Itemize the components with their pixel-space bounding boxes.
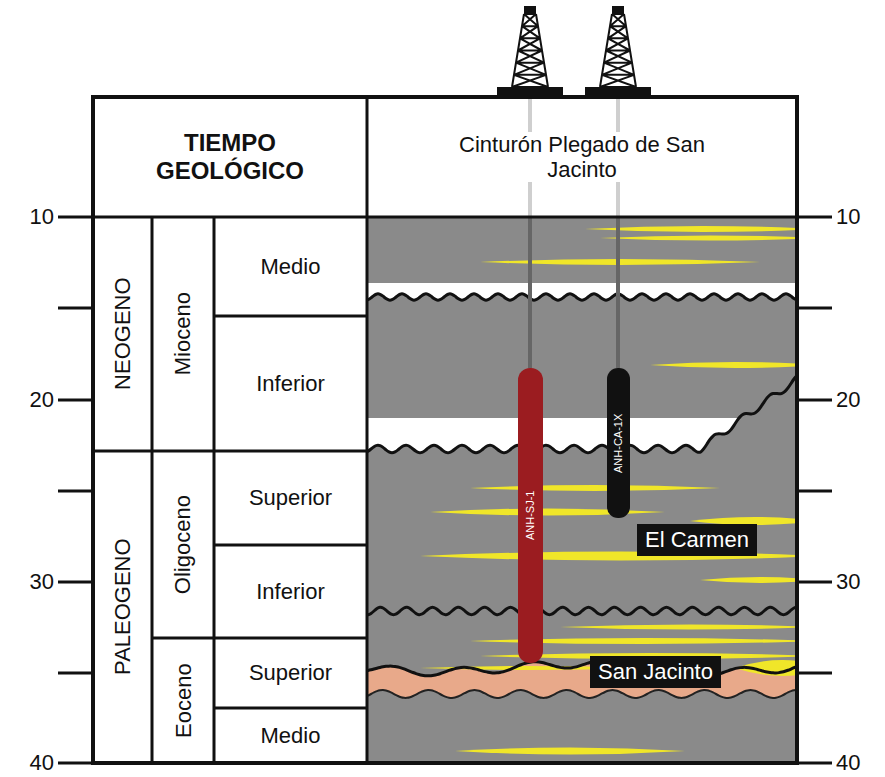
unconformity-line xyxy=(367,294,797,300)
basement-unit xyxy=(367,661,797,698)
well-bar-text: ANH-SJ-1 xyxy=(524,491,537,541)
axis-tick xyxy=(797,762,832,765)
age-cell: Medio xyxy=(214,708,367,763)
era-cell-text: PALEOGENO xyxy=(110,539,135,676)
well-trace xyxy=(616,217,620,368)
age-cell-text: Medio xyxy=(261,723,321,748)
axis-tick xyxy=(797,490,832,493)
sand-lens xyxy=(700,577,797,583)
axis-tick xyxy=(58,399,93,402)
age-cell: Inferior xyxy=(214,316,367,451)
sand-lens xyxy=(600,236,797,241)
age-cell-text: Medio xyxy=(261,254,321,279)
era-cell: NEOGENO xyxy=(93,217,152,451)
axis-tick xyxy=(58,307,93,310)
axis-number: 20 xyxy=(30,389,54,411)
hiatus-gap xyxy=(367,283,797,300)
sand-lens xyxy=(650,362,797,368)
sand-lens xyxy=(455,748,685,755)
sand-lens xyxy=(560,625,797,630)
age-cell: Superior xyxy=(214,638,367,708)
section-panel xyxy=(367,217,797,763)
drilling-rig-icon xyxy=(497,6,563,97)
formation-label: El Carmen xyxy=(637,524,757,555)
axis-number: 40 xyxy=(836,752,860,774)
well-bar-text: ANH-CA-1X xyxy=(612,413,625,472)
epoch-cell-text: Eoceno xyxy=(170,663,195,738)
unconformity-line xyxy=(367,373,797,452)
axis-tick xyxy=(58,762,93,765)
age-cell: Inferior xyxy=(214,545,367,638)
epoch-cell-text: Mioceno xyxy=(170,292,195,375)
axis-number: 40 xyxy=(30,752,54,774)
axis-tick xyxy=(58,216,93,219)
basement-base-line xyxy=(367,690,797,698)
axis-tick xyxy=(797,307,832,310)
age-cell-text: Inferior xyxy=(256,579,324,604)
well-trace xyxy=(528,217,532,368)
formation-label-text: El Carmen xyxy=(645,527,749,552)
axis-number: 20 xyxy=(836,389,860,411)
unconformity-line xyxy=(367,607,797,614)
axis-tick xyxy=(797,216,832,219)
epoch-cell-text: Oligoceno xyxy=(170,495,195,594)
age-cell-text: Superior xyxy=(249,485,332,510)
hiatus-gap xyxy=(367,418,797,453)
section-header: Cinturón Plegado de San Jacinto xyxy=(367,97,797,217)
well-bar: ANH-CA-1X xyxy=(607,368,630,518)
axis-tick xyxy=(797,672,832,675)
formation-label-text: San Jacinto xyxy=(598,659,713,684)
age-cell-text: Superior xyxy=(249,660,332,685)
axis-tick xyxy=(797,399,832,402)
era-cell-text: NEOGENO xyxy=(110,278,135,390)
era-cell: PALEOGENO xyxy=(93,451,152,763)
section-header-text: Cinturón Plegado de San Jacinto xyxy=(454,132,710,183)
axis-tick xyxy=(58,581,93,584)
sand-lens xyxy=(430,509,665,516)
age-cell: Superior xyxy=(214,451,367,545)
table-header-text: TIEMPO GEOLÓGICO xyxy=(145,129,315,184)
epoch-cell: Mioceno xyxy=(152,217,214,451)
axis-tick xyxy=(58,672,93,675)
epoch-cell: Eoceno xyxy=(152,638,214,763)
table-header: TIEMPO GEOLÓGICO xyxy=(93,97,367,217)
axis-number: 30 xyxy=(836,571,860,593)
axis-number: 30 xyxy=(30,571,54,593)
well-bar: ANH-SJ-1 xyxy=(518,368,543,663)
unconformity-line xyxy=(367,661,797,676)
age-cell: Medio xyxy=(214,217,367,316)
axis-tick xyxy=(58,490,93,493)
axis-number: 10 xyxy=(836,206,860,228)
sand-lens xyxy=(470,485,720,491)
drilling-rig-icon xyxy=(585,6,651,97)
formation-label: San Jacinto xyxy=(590,656,721,687)
table-grid xyxy=(93,97,797,763)
age-cell-text: Inferior xyxy=(256,371,324,396)
axis-tick xyxy=(797,581,832,584)
axis-number: 10 xyxy=(30,206,54,228)
epoch-cell: Oligoceno xyxy=(152,451,214,638)
